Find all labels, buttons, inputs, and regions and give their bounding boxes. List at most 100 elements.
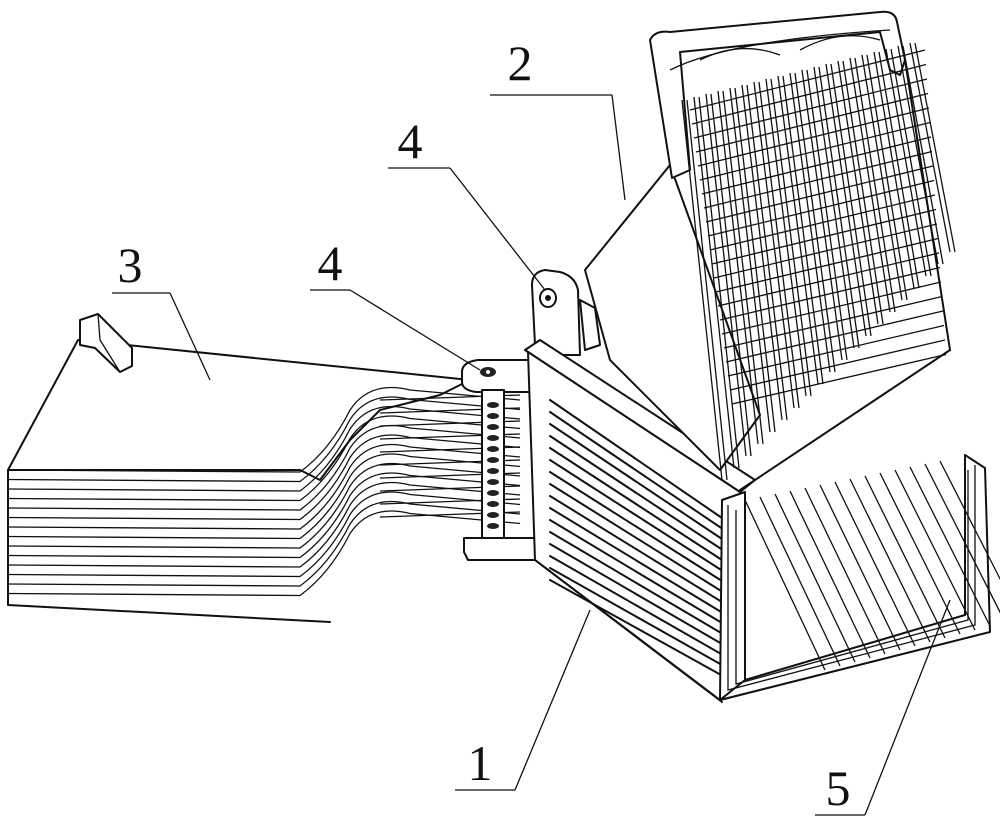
comb-cross-line (707, 179, 935, 237)
box-slot (549, 519, 723, 624)
comb-cross-line (723, 295, 943, 349)
box-slot (549, 579, 723, 677)
label-5: 5 (826, 760, 851, 816)
label-3: 3 (118, 237, 143, 293)
comb-tooth (789, 72, 831, 373)
box-slot (549, 531, 723, 635)
plate-edge (7, 415, 521, 502)
comb-cross-line (715, 237, 939, 293)
inner-slot (849, 478, 931, 643)
comb-tooth (801, 69, 843, 361)
comb-tooth (909, 42, 951, 253)
inner-slot (879, 472, 961, 635)
comb-tooth-edge (698, 96, 740, 469)
comb-tooth-edge (806, 69, 848, 361)
inner-slot (774, 493, 856, 663)
comb-cross-line (721, 281, 942, 335)
comb-tooth (837, 60, 879, 325)
comb-cross-line (699, 121, 931, 181)
plate-edge (7, 472, 521, 559)
hinge-bead (487, 501, 499, 507)
part-labels: 2 4 4 3 1 5 (118, 35, 851, 816)
comb-tooth-edge (794, 72, 836, 373)
plate-stack-part-3 (7, 313, 521, 623)
inner-slot (789, 490, 871, 659)
comb-cross-line (689, 49, 926, 111)
comb-tooth (681, 99, 723, 481)
comb-cross-line (731, 353, 947, 405)
hinge-bead (487, 457, 499, 463)
comb-tooth-edge (770, 78, 812, 397)
box-slot (549, 411, 723, 530)
inner-slot (804, 487, 886, 655)
comb-tooth-edge (830, 63, 872, 337)
box-slot (549, 483, 723, 593)
hinge-bead (487, 446, 499, 452)
comb-tooth-edge (782, 75, 824, 385)
comb-tooth-edge (818, 66, 860, 349)
plate-edge (7, 510, 521, 597)
comb-tooth (861, 54, 903, 301)
plate-edge (7, 462, 521, 549)
comb-tooth (729, 87, 771, 433)
comb-tooth-edge (842, 60, 884, 325)
hinge-bead (487, 413, 499, 419)
hinge-bead (487, 479, 499, 485)
comb-tooth-edge (722, 90, 764, 445)
box-slot (549, 543, 723, 645)
hinge-bead (487, 435, 499, 441)
hinge-bead (487, 512, 499, 518)
comb-cross-line (727, 324, 945, 377)
inner-slot (939, 460, 1000, 581)
comb-cross-line (697, 107, 930, 167)
tray-box-part-1 (524, 339, 1000, 703)
label-4-lower: 4 (318, 235, 343, 291)
hinge-bead (487, 424, 499, 430)
plate-edge (7, 500, 521, 587)
comb-cross-line (693, 78, 928, 139)
inner-slot (744, 499, 826, 671)
comb-tooth-edge (914, 42, 956, 253)
comb-cross-line (691, 63, 927, 125)
box-slot (549, 447, 723, 561)
hinge-bead (487, 402, 499, 408)
comb-tooth-edge (758, 81, 800, 409)
comb-tooth (813, 66, 855, 349)
inner-slot (864, 475, 946, 639)
leader-lines (112, 94, 951, 816)
comb-tooth (777, 75, 819, 385)
comb-tooth-edge (710, 93, 752, 457)
plate-edge (7, 491, 521, 578)
comb-tooth-edge (878, 51, 920, 289)
box-slot (549, 423, 723, 540)
comb-cross-line (717, 252, 940, 307)
comb-tooth-edge (902, 45, 944, 265)
inner-slot (909, 466, 991, 627)
hinge-lower (461, 359, 545, 561)
comb-cross-line (713, 223, 938, 279)
comb-cross-line (729, 339, 946, 391)
box-slot (549, 435, 723, 551)
plate-edge (7, 386, 521, 473)
comb-tooth (825, 63, 867, 337)
comb-tooth-edge (854, 57, 896, 313)
comb-cross-line (703, 150, 933, 209)
comb-plate-module-part-2 (584, 10, 956, 491)
box-slot (549, 507, 723, 614)
comb-cross-line (705, 165, 934, 223)
box-slot (549, 567, 723, 666)
comb-cross-line (701, 136, 932, 195)
box-slot (549, 459, 723, 572)
comb-tooth (693, 96, 735, 469)
comb-cross-line (709, 194, 936, 251)
plate-edge (7, 396, 521, 483)
plate-edge (7, 481, 521, 568)
comb-tooth (885, 48, 927, 277)
box-slot (549, 555, 723, 656)
inner-slot (834, 481, 916, 647)
hinge-bead (487, 490, 499, 496)
comb-cross-line (711, 208, 937, 265)
inner-slot (924, 463, 1000, 614)
